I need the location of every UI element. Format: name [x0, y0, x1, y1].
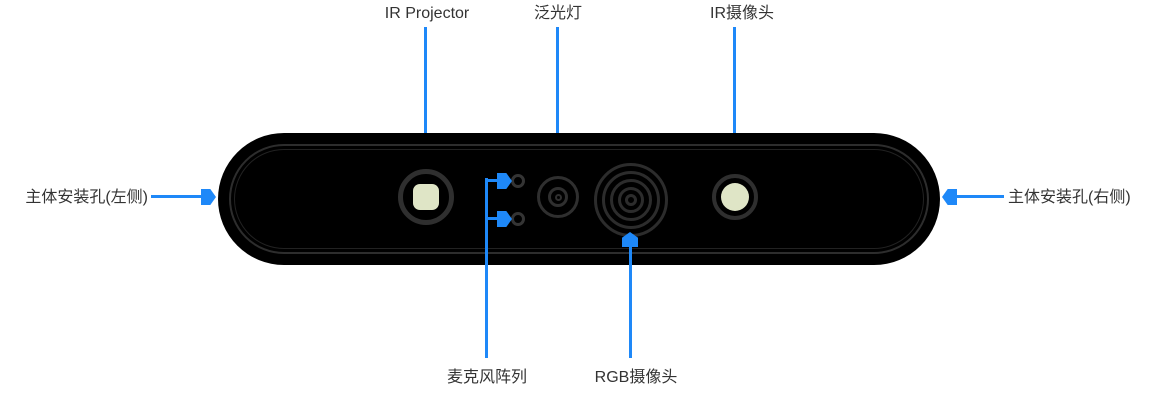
- flood-light-ring: [548, 187, 568, 207]
- label-ir-projector: IR Projector: [384, 5, 470, 22]
- flood-light-element: [537, 176, 579, 218]
- leader-line-rgb-camera: [629, 246, 632, 358]
- leader-line-microphones: [485, 178, 488, 358]
- label-rgb-camera: RGB摄像头: [594, 369, 678, 386]
- device-body: [218, 133, 940, 265]
- label-mic-array: 麦克风阵列: [446, 369, 528, 386]
- rgb-lens-center: [625, 194, 637, 206]
- arrow-right-icon: [497, 211, 512, 227]
- leader-line-mount-left: [151, 195, 202, 198]
- microphone-top: [511, 174, 525, 188]
- ir-projector-aperture: [413, 184, 439, 210]
- leader-line-ir-camera: [733, 27, 736, 159]
- label-flood-light: 泛光灯: [533, 5, 583, 22]
- rgb-lens-ring-3: [618, 187, 644, 213]
- ir-camera-aperture: [721, 183, 749, 211]
- rgb-lens-ring-2: [610, 179, 652, 221]
- arrow-right-icon: [497, 173, 512, 189]
- microphone-bottom: [511, 212, 525, 226]
- leader-line-ir-projector: [424, 27, 427, 161]
- flood-light-center: [554, 193, 562, 201]
- device-inner-outline: [229, 144, 929, 254]
- leader-line-mount-right: [955, 195, 1004, 198]
- arrow-left-icon: [942, 189, 957, 205]
- label-mount-hole-right: 主体安装孔(右侧): [1008, 189, 1131, 206]
- arrow-right-icon: [201, 189, 216, 205]
- mic-stub-top: [486, 179, 498, 182]
- leader-line-flood-light: [556, 27, 559, 161]
- rgb-lens-ring-1: [602, 171, 660, 229]
- mic-stub-bottom: [486, 217, 498, 220]
- rgb-camera-element: [594, 163, 668, 237]
- arrow-up-icon: [622, 232, 638, 247]
- device-inner-outline-2: [234, 149, 924, 249]
- ir-camera-element: [712, 174, 758, 220]
- ir-projector-element: [398, 169, 454, 225]
- label-ir-camera: IR摄像头: [709, 5, 775, 22]
